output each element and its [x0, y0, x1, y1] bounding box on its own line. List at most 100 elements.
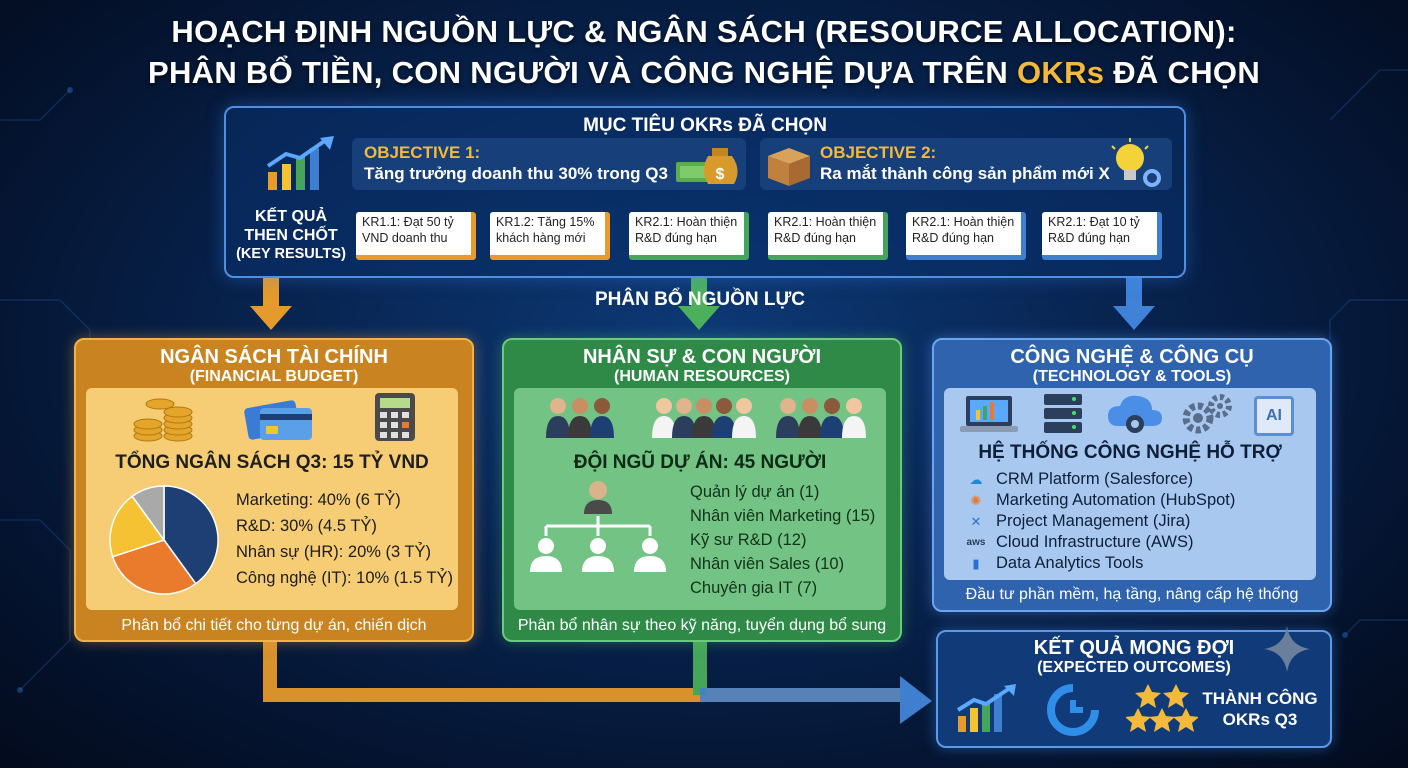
title-text: PHÂN BỔ TIỀN, CON NGƯỜI VÀ CÔNG NGHỆ DỰA…	[147, 55, 1017, 90]
role-item-rnd: Kỹ sư R&D (12)	[690, 531, 807, 549]
kr-line-2: R&D đúng hạn	[1048, 231, 1131, 245]
calculator-icon	[375, 393, 415, 441]
person-icon	[820, 398, 844, 438]
tech-system-heading: HỆ THỐNG CÔNG NGHỆ HỖ TRỢ	[978, 442, 1282, 463]
kr-line-2: R&D đúng hạn	[912, 231, 995, 245]
outcomes-title: KẾT QUẢ MONG ĐỢI	[1033, 637, 1235, 659]
lightbulb-gear-icon	[1111, 138, 1161, 187]
tool-item-project-management: Project Management (Jira)	[996, 512, 1191, 530]
person-icon	[672, 398, 696, 438]
kr-card-3: KR2.1: Hoàn thiện R&D đúng hạn	[629, 212, 749, 260]
finance-subtitle: (FINANCIAL BUDGET)	[189, 368, 359, 385]
person-icon	[546, 398, 570, 438]
tech-title: CÔNG NGHỆ & CÔNG CỤ	[1010, 346, 1254, 368]
person-icon	[568, 398, 592, 438]
kr-card-1: KR1.1: Đạt 50 tỷ VND doanh thu	[356, 212, 476, 260]
finance-total: TỔNG NGÂN SÁCH Q3: 15 TỶ VND	[115, 452, 429, 473]
growth-chart-icon	[266, 136, 334, 190]
person-icon	[842, 398, 866, 438]
finance-title: NGÂN SÁCH TÀI CHÍNH	[160, 346, 388, 368]
hr-team-heading: ĐỘI NGŨ DỰ ÁN: 45 NGƯỜI	[573, 452, 827, 473]
svg-text:$: $	[716, 166, 725, 183]
tech-footer: Đầu tư phần mềm, hạ tầng, nâng cấp hệ th…	[965, 586, 1299, 603]
kr-line-1: KR1.2: Tăng 15%	[496, 215, 595, 229]
success-line-2: OKRs Q3	[1222, 710, 1298, 729]
legend-item-marketing: Marketing: 40% (6 TỶ)	[236, 491, 401, 509]
role-item-pm: Quản lý dự án (1)	[690, 483, 820, 501]
coins-icon	[133, 398, 193, 442]
objective-2-desc: Ra mắt thành công sản phẩm mới X	[820, 164, 1110, 183]
legend-item-hr: Nhân sự (HR): 20% (3 TỶ)	[236, 543, 432, 561]
key-results-label: KẾT QUẢ THEN CHỐT (KEY RESULTS)	[232, 207, 350, 264]
success-line-1: THÀNH CÔNG	[1202, 689, 1318, 708]
hubspot-icon: ✺	[970, 493, 982, 508]
product-box-icon	[768, 148, 810, 186]
ai-chip-icon: AI	[1254, 396, 1294, 436]
role-item-it: Chuyên gia IT (7)	[690, 579, 818, 597]
kr-card-2: KR1.2: Tăng 15% khách hàng mới	[490, 212, 610, 260]
kr-card-5: KR2.1: Hoàn thiện R&D đúng hạn	[906, 212, 1026, 260]
pie-slice-2	[111, 539, 197, 595]
legend-item-it: Công nghệ (IT): 10% (1.5 TỶ)	[236, 569, 454, 587]
kr-line-1: KR2.1: Đạt 10 tỷ	[1048, 215, 1140, 229]
org-chart-icon	[530, 481, 666, 572]
tool-item-crm: CRM Platform (Salesforce)	[996, 470, 1194, 488]
cloud-gear-icon	[1108, 395, 1162, 433]
tool-item-cloud-infrastructure: Cloud Infrastructure (AWS)	[996, 533, 1194, 551]
jira-icon: ✕	[970, 514, 982, 529]
role-item-sales: Nhân viên Sales (10)	[690, 555, 845, 573]
kr-line-2: R&D đúng hạn	[774, 231, 857, 245]
page-title-line-2: PHÂN BỔ TIỀN, CON NGƯỜI VÀ CÔNG NGHỆ DỰA…	[0, 55, 1408, 91]
pie-slice-3	[109, 495, 166, 558]
person-icon	[590, 398, 614, 438]
title-highlight: OKRs	[1017, 55, 1105, 90]
kr-line-2: khách hàng mới	[496, 231, 586, 245]
kr-line-1: KR2.1: Hoàn thiện	[635, 215, 738, 229]
person-icon	[692, 398, 716, 438]
finance-footer: Phân bổ chi tiết cho từng dự án, chiến d…	[121, 617, 427, 634]
kr-label-line-3: (KEY RESULTS)	[236, 246, 346, 262]
ai-chip-label: AI	[1266, 407, 1282, 424]
laptop-icon	[960, 396, 1018, 432]
budget-pie-chart	[109, 485, 219, 595]
kr-card-4: KR2.1: Hoàn thiện R&D đúng hạn	[768, 212, 888, 260]
kr-line-2: R&D đúng hạn	[635, 231, 718, 245]
credit-card-icon	[244, 400, 312, 440]
objective-2-card: OBJECTIVE 2: Ra mắt thành công sản phẩm …	[760, 138, 1172, 190]
target-progress-icon	[1047, 684, 1099, 736]
growth-chart-outcome-icon	[956, 684, 1016, 732]
hr-footer: Phân bổ nhân sự theo kỹ năng, tuyển dụng…	[517, 617, 887, 634]
kr-line-1: KR2.1: Hoàn thiện	[912, 215, 1015, 229]
objective-1-title: OBJECTIVE 1:	[364, 143, 481, 162]
person-icon	[712, 398, 736, 438]
team-people-icons	[546, 398, 866, 438]
tech-subtitle: (TECHNOLOGY & TOOLS)	[1032, 368, 1232, 385]
pie-slice-4	[131, 485, 165, 543]
page-title-line-1: HOẠCH ĐỊNH NGUỒN LỰC & NGÂN SÁCH (RESOUR…	[171, 14, 1237, 49]
kr-line-2: VND doanh thu	[362, 231, 448, 245]
role-item-marketing: Nhân viên Marketing (15)	[690, 507, 876, 525]
kr-label-line-2: THEN CHỐT	[244, 227, 338, 244]
stars-icon	[1126, 684, 1198, 732]
objective-1-desc: Tăng trưởng doanh thu 30% trong Q3	[364, 164, 668, 183]
kr-line-1: KR2.1: Hoàn thiện	[774, 215, 877, 229]
person-icon	[776, 398, 800, 438]
kr-line-1: KR1.1: Đạt 50 tỷ	[362, 215, 454, 229]
kr-card-6: KR2.1: Đạt 10 tỷ R&D đúng hạn	[1042, 212, 1162, 260]
pie-slice-1	[163, 485, 219, 585]
aws-icon: aws	[966, 537, 986, 548]
okr-heading: MỤC TIÊU OKRs ĐÃ CHỌN	[583, 115, 827, 136]
title-text-end: ĐÃ CHỌN	[1104, 55, 1261, 90]
person-icon	[732, 398, 756, 438]
tool-item-marketing-automation: Marketing Automation (HubSpot)	[996, 491, 1236, 509]
person-icon	[652, 398, 676, 438]
server-icon	[1044, 394, 1082, 433]
money-bag-icon: $	[676, 148, 738, 184]
kr-label-line-1: KẾT QUẢ	[255, 208, 327, 225]
person-icon	[798, 398, 822, 438]
sparkle-icon	[1264, 626, 1310, 672]
hr-title: NHÂN SỰ & CON NGƯỜI	[582, 346, 822, 368]
cloud-icon: ☁	[969, 472, 983, 487]
legend-item-rnd: R&D: 30% (4.5 TỶ)	[236, 517, 377, 535]
